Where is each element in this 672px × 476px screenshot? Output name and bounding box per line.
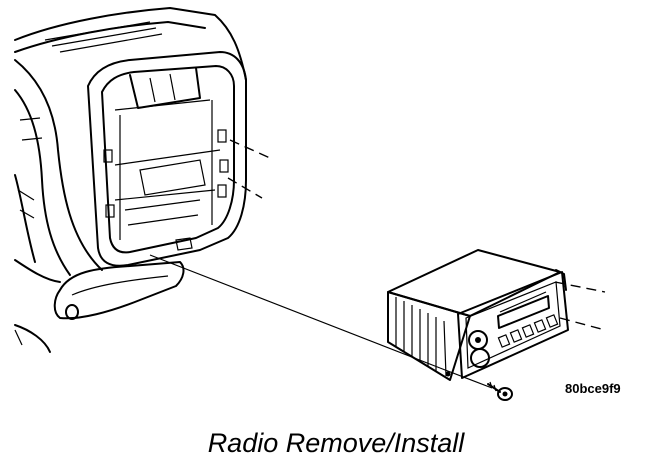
alignment-lines — [149, 139, 606, 389]
figure-caption: Radio Remove/Install — [207, 428, 465, 458]
radio-receiver — [387, 249, 569, 381]
instrument-panel — [14, 7, 247, 353]
mounting-screw — [487, 381, 513, 401]
figure-reference-code: 80bce9f9 — [565, 381, 621, 396]
